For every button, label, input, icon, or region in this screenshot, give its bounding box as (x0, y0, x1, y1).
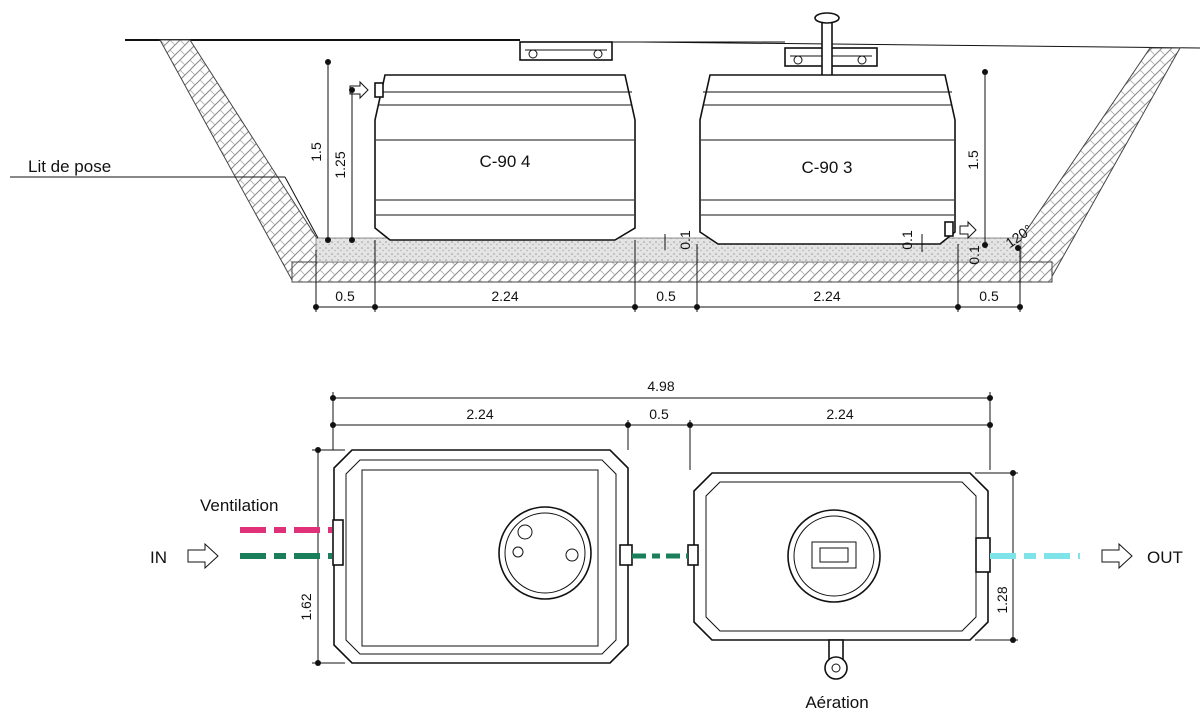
outlet-arrow-section (959, 220, 977, 240)
dim-plan-gap-between: 0.5 (649, 406, 669, 422)
out-arrow-icon (1101, 542, 1133, 570)
tank-right-section: C-90 3 (699, 12, 977, 245)
plan-view: 4.98 2.24 0.5 2.24 (150, 378, 1183, 712)
tank-right-body (699, 74, 956, 245)
dim-gap-base-left: 0.1 (677, 230, 693, 250)
dim-right-total-height: 1.5 (965, 150, 981, 170)
dim-gap-base-right2: 0.1 (966, 245, 982, 265)
inlet-connector (332, 519, 344, 566)
tank-right-label: C-90 3 (801, 158, 852, 177)
excavation-wall-left (159, 39, 319, 281)
dim-plan-tank-left-length: 2.24 (466, 406, 493, 422)
dim-left-inlet-height: 1.25 (332, 151, 348, 178)
ground-line-right (639, 41, 1200, 49)
tank-right-manhole-plan (787, 509, 881, 603)
dim-plan-tank-right-length: 2.24 (826, 406, 853, 422)
tank-left-manhole-plan (498, 506, 592, 600)
in-arrow-icon (187, 542, 219, 570)
excavation-bottom (291, 261, 1053, 283)
dim-margin-right: 0.5 (979, 288, 999, 304)
dim-gap-base-right: 0.1 (899, 230, 915, 250)
dim-tank-left-length: 2.24 (491, 288, 518, 304)
excavation-wall-right (1019, 47, 1181, 281)
ventilation-label: Ventilation (200, 496, 278, 515)
dim-plan-left-width: 1.62 (298, 593, 314, 620)
tank-left-label: C-90 4 (479, 152, 530, 171)
tank-left-body (374, 74, 636, 241)
in-label: IN (150, 548, 167, 567)
dim-plan-right-width: 1.28 (994, 586, 1010, 613)
dim-gap-between: 0.5 (656, 288, 676, 304)
out-label: OUT (1147, 548, 1183, 567)
outlet-connector (975, 537, 991, 573)
section-view: C-90 4 C-90 3 Lit de pose 1.5 (10, 12, 1200, 312)
tank-left-manhole (519, 41, 613, 61)
dim-tank-right-length: 2.24 (813, 288, 840, 304)
aeration-label: Aération (805, 693, 868, 712)
dim-overall-length: 4.98 (647, 378, 674, 394)
left-outlet-connector (619, 544, 633, 566)
tank-left-plan (332, 449, 633, 664)
tank-right-plan (687, 472, 991, 680)
tank-left-section: C-90 4 (349, 41, 636, 241)
aeration-cap (824, 656, 848, 680)
dim-left-total-height: 1.5 (308, 142, 324, 162)
dim-margin-left: 0.5 (335, 288, 355, 304)
bedding-label: Lit de pose (28, 157, 111, 176)
right-inlet-connector (687, 544, 699, 566)
